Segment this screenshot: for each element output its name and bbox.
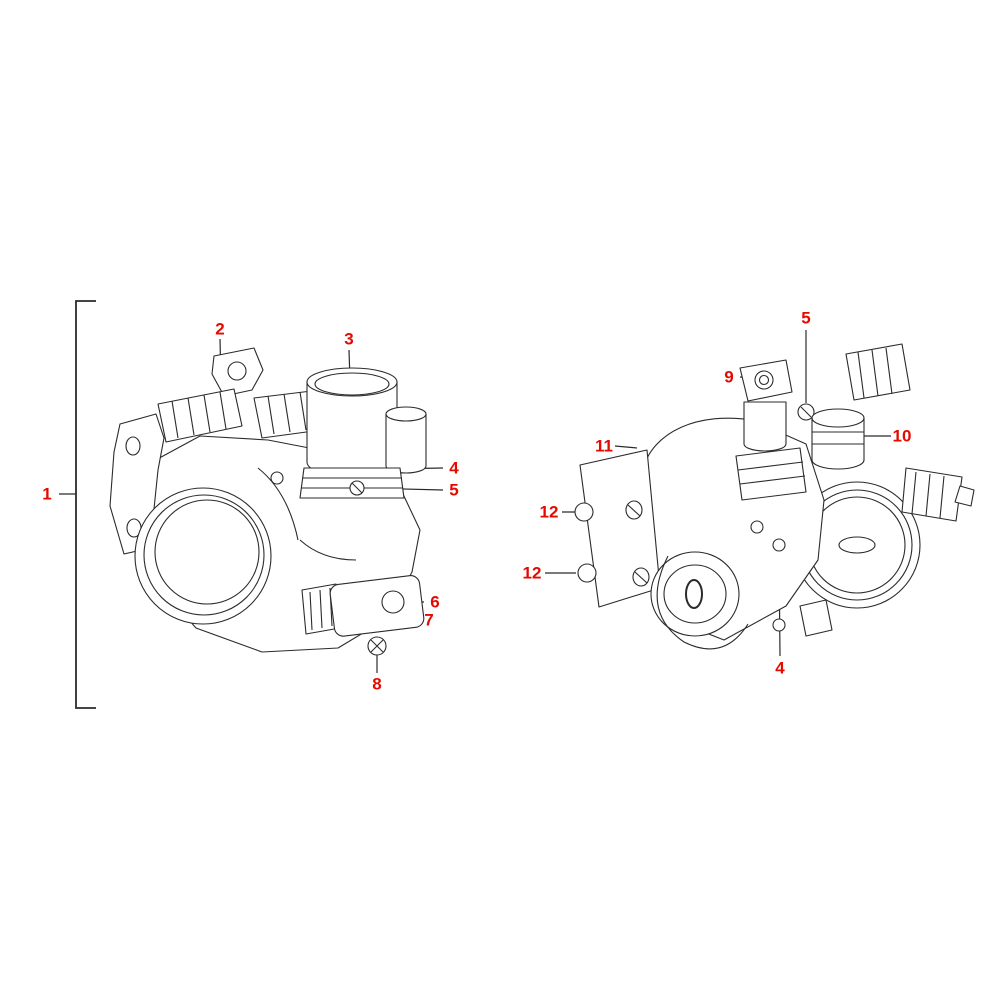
- callout-label-10: 10: [892, 426, 912, 446]
- bracket-notch-upper: [574, 502, 594, 522]
- ribbed-cylinder: [811, 408, 865, 470]
- leader-line-11: [614, 445, 638, 449]
- isc-valve: [739, 359, 793, 452]
- sensor-cylinder: [306, 367, 398, 478]
- callout-label-5-left: 5: [449, 480, 459, 500]
- left-connector: [157, 388, 243, 443]
- throttle-bore-front: [134, 487, 272, 625]
- idle-air-boss: [650, 551, 740, 637]
- right-assembly-drawing: [574, 343, 975, 650]
- callout-label-9: 9: [724, 367, 734, 387]
- collar-screw-rear: [772, 538, 786, 552]
- bracket-notch-lower: [577, 563, 597, 583]
- tps-port: [381, 590, 405, 614]
- callout-label-4-right: 4: [775, 658, 785, 678]
- callout-label-3: 3: [344, 329, 354, 349]
- callout-label-12-upper: 12: [539, 502, 559, 522]
- callout-label-12-lower: 12: [522, 563, 542, 583]
- assembly-group-bracket: [59, 300, 96, 709]
- clamp-tab: [211, 347, 264, 397]
- small-cylinder: [385, 406, 427, 474]
- cam-lever-details: [656, 520, 833, 650]
- left-assembly-drawing: [109, 347, 427, 656]
- top-screw: [797, 403, 815, 421]
- ribbed-collar: [299, 467, 405, 499]
- body-details: [257, 467, 357, 561]
- callout-label-7: 7: [424, 610, 434, 630]
- top-right-connector: [845, 343, 911, 401]
- side-connector: [901, 467, 975, 522]
- tps-module: [301, 575, 425, 637]
- callout-label-5-right: 5: [801, 308, 811, 328]
- mounting-bracket: [574, 449, 661, 608]
- right-ribbed-collar: [735, 447, 807, 552]
- callout-label-4-left: 4: [449, 458, 459, 478]
- callout-label-11: 11: [595, 436, 613, 456]
- module-screw: [367, 636, 387, 656]
- callout-label-8: 8: [372, 674, 382, 694]
- callout-label-6: 6: [430, 592, 440, 612]
- callout-label-1: 1: [42, 484, 52, 504]
- callout-label-2: 2: [215, 319, 225, 339]
